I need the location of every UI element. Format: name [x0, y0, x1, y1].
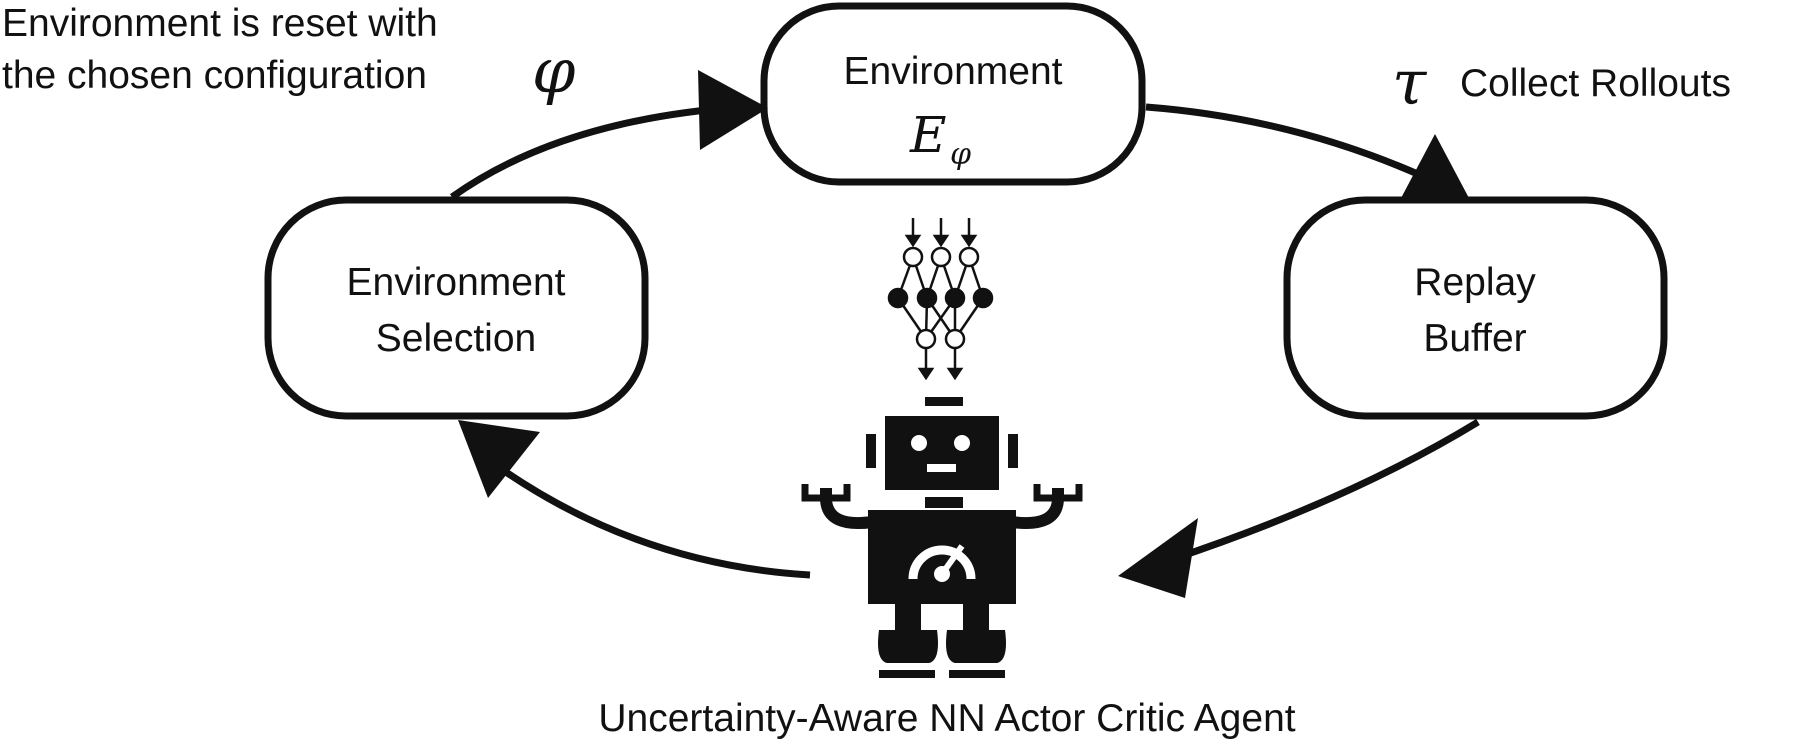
phi-symbol: φ: [532, 34, 576, 107]
neural-network-icon: [887, 218, 994, 381]
env-symbol-sub: φ: [950, 137, 971, 172]
arrowhead-replay-buffer: [1400, 134, 1470, 200]
cycle-arrows: [449, 103, 1480, 579]
arrow-selection-to-environment: [449, 103, 741, 200]
environment-box: [760, 2, 1146, 186]
environment-selection-node: Environment Selection: [264, 196, 649, 420]
speedometer-icon: [908, 544, 976, 582]
agent-caption: Uncertainty-Aware NN Actor Critic Agent: [598, 697, 1295, 740]
arrowheads: [458, 70, 1470, 598]
robot-claw-right: [1033, 484, 1083, 502]
robot-eye-right: [954, 435, 970, 451]
reset-caption-line2: the chosen configuration: [2, 54, 427, 97]
robot-eye-left: [911, 435, 927, 451]
reset-caption: Environment is reset with the chosen con…: [2, 2, 576, 107]
replay-buffer-line2: Buffer: [1423, 317, 1526, 360]
robot-mouth: [927, 464, 956, 472]
robot-antenna: [925, 397, 963, 406]
environment-selection-line2: Selection: [376, 317, 536, 360]
arrow-environment-to-replay-buffer: [1145, 103, 1422, 179]
replay-buffer-line1: Replay: [1414, 261, 1536, 304]
reset-caption-line1: Environment is reset with: [2, 2, 438, 45]
collect-rollouts-label: τ Collect Rollouts: [1392, 46, 1731, 119]
environment-node: Environment E φ: [760, 2, 1146, 186]
arrow-replay-buffer-to-agent: [1168, 419, 1480, 564]
arrowhead-agent: [1118, 518, 1198, 598]
robot-body: [868, 510, 1016, 604]
environment-selection-box: [264, 196, 649, 420]
robot-icon: [801, 397, 1083, 678]
replay-buffer-node: Replay Buffer: [1283, 196, 1668, 420]
env-symbol-main: E: [909, 106, 947, 164]
arrow-agent-to-selection: [498, 465, 811, 579]
environment-selection-line1: Environment: [347, 261, 566, 304]
arrowhead-selection: [458, 420, 540, 498]
robot-foot-right: [946, 630, 1006, 663]
arrowhead-environment: [698, 70, 768, 150]
replay-buffer-box: [1283, 196, 1668, 420]
environment-label: Environment: [844, 50, 1063, 93]
tau-symbol: τ: [1392, 46, 1428, 119]
robot-foot-left: [878, 630, 938, 663]
robot-head: [885, 416, 999, 490]
robot-claw-left: [801, 484, 851, 502]
collect-rollouts-text: Collect Rollouts: [1460, 62, 1731, 105]
